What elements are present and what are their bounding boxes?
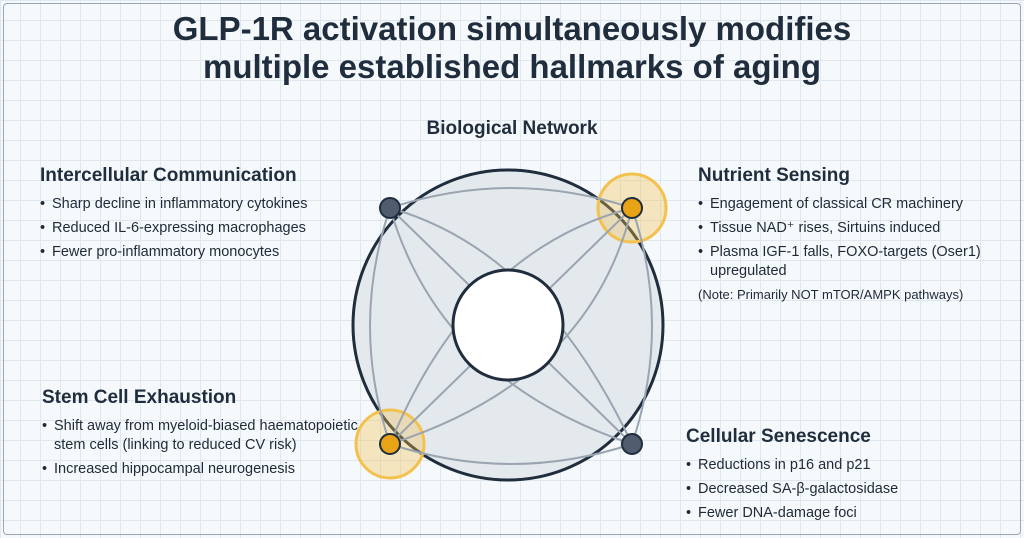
connection-arc-right xyxy=(631,207,653,445)
bullet-item: Engagement of classical CR machinery xyxy=(698,195,1008,214)
panel-title: Nutrient Sensing xyxy=(698,165,851,186)
panel-title: Cellular Senescence xyxy=(686,426,871,447)
title-line-2: multiple established hallmarks of aging xyxy=(203,48,821,85)
bullet-item: Shift away from myeloid-biased haematopo… xyxy=(42,417,362,455)
panel-cellular-senescence: Cellular Senescence Reductions in p16 an… xyxy=(686,426,1006,528)
panel-title: Stem Cell Exhaustion xyxy=(42,387,237,408)
connection-arc-left xyxy=(369,207,391,445)
bullet-list: Shift away from myeloid-biased haematopo… xyxy=(42,417,362,479)
page-title: GLP-1R activation simultaneously modifie… xyxy=(0,10,1024,86)
bullet-item: Reduced IL-6-expressing macrophages xyxy=(40,219,360,238)
bullet-item: Decreased SA-β-galactosidase xyxy=(686,480,1006,499)
nutrient-node xyxy=(621,197,643,219)
bullet-item: Fewer pro-inflammatory monocytes xyxy=(40,243,360,262)
bullet-item: Plasma IGF-1 falls, FOXO-targets (Oser1)… xyxy=(698,243,1008,281)
panel-nutrient-sensing: Nutrient Sensing Engagement of classical… xyxy=(698,165,1008,304)
bullet-list: Engagement of classical CR machinery Tis… xyxy=(698,195,1008,281)
connection-arc-bottom xyxy=(389,443,633,465)
panel-stem-cell-exhaustion: Stem Cell Exhaustion Shift away from mye… xyxy=(42,387,362,484)
bullet-list: Reductions in p16 and p21 Decreased SA-β… xyxy=(686,456,1006,523)
inner-core xyxy=(451,268,565,382)
bullet-item: Reductions in p16 and p21 xyxy=(686,456,1006,475)
pathway-note: (Note: Primarily NOT mTOR/AMPK pathways) xyxy=(698,287,964,302)
bullet-item: Increased hippocampal neurogenesis xyxy=(42,460,362,479)
panel-intercellular-communication: Intercellular Communication Sharp declin… xyxy=(40,165,360,267)
network-label: Biological Network xyxy=(426,118,598,139)
title-line-1: GLP-1R activation simultaneously modifie… xyxy=(172,10,852,47)
bullet-item: Sharp decline in inflammatory cytokines xyxy=(40,195,360,214)
senescence-node xyxy=(621,433,643,455)
bullet-list: Sharp decline in inflammatory cytokines … xyxy=(40,195,360,262)
panel-title: Intercellular Communication xyxy=(40,165,297,186)
connection-arc-top xyxy=(389,187,633,209)
bullet-item: Fewer DNA-damage foci xyxy=(686,504,1006,523)
stem-node xyxy=(379,433,401,455)
bullet-item: Tissue NAD⁺ rises, Sirtuins induced xyxy=(698,219,1008,238)
intercellular-node xyxy=(379,197,401,219)
